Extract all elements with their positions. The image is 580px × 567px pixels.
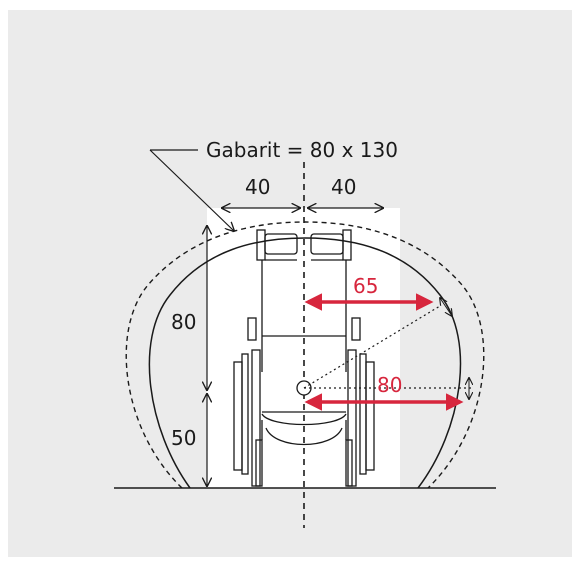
width-right-label: 40: [331, 175, 356, 199]
wheelchair-front-view: [233, 229, 375, 487]
radius-guide-diagonal: [303, 305, 441, 389]
title-leader-diagonal: [149, 149, 234, 231]
gabarit-title: Gabarit = 80 x 130: [206, 138, 398, 162]
clearance-arrow-diagonal: [440, 298, 452, 316]
radius-65-label: 65: [353, 274, 378, 298]
radius-80-label: 80: [377, 373, 402, 397]
height-lower-label: 50: [171, 426, 196, 450]
inner-turning-envelope: [148, 237, 462, 489]
width-left-label: 40: [245, 175, 270, 199]
height-upper-label: 80: [171, 310, 196, 334]
outer-turning-envelope: [125, 221, 485, 489]
